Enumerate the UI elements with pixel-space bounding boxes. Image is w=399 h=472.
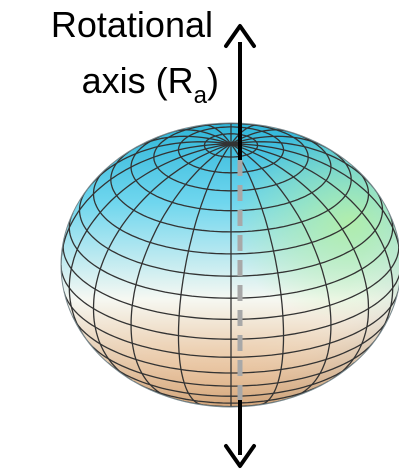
grid-line (203, 124, 232, 145)
grid-line (230, 143, 285, 406)
grid-line (230, 143, 332, 399)
axis-label-subscript: a (193, 82, 207, 109)
grid-line (230, 141, 377, 192)
grid-line (230, 143, 394, 343)
grid-line (92, 143, 232, 382)
arrow-up-icon (224, 24, 256, 48)
grid-line (177, 143, 232, 406)
spheroid-outline (60, 122, 399, 408)
grid-line (131, 135, 232, 151)
grid-line (230, 143, 370, 382)
grid-line (230, 135, 331, 151)
axis-label-prefix: axis (R (81, 60, 194, 101)
grid-line (230, 143, 399, 270)
arrow-down-icon (224, 444, 256, 468)
axis-label-line1: Rotational (51, 4, 213, 46)
axis-label-line2: axis (Ra) (81, 60, 219, 109)
grid-line (230, 124, 259, 145)
grid-line (68, 143, 232, 343)
axis-label-suffix: ) (207, 60, 219, 101)
spheroid-body (61, 123, 399, 407)
grid-line (130, 143, 232, 399)
axis-label-text-line1: Rotational (50, 4, 213, 45)
grid-line (61, 143, 232, 270)
grid-line (85, 141, 232, 192)
